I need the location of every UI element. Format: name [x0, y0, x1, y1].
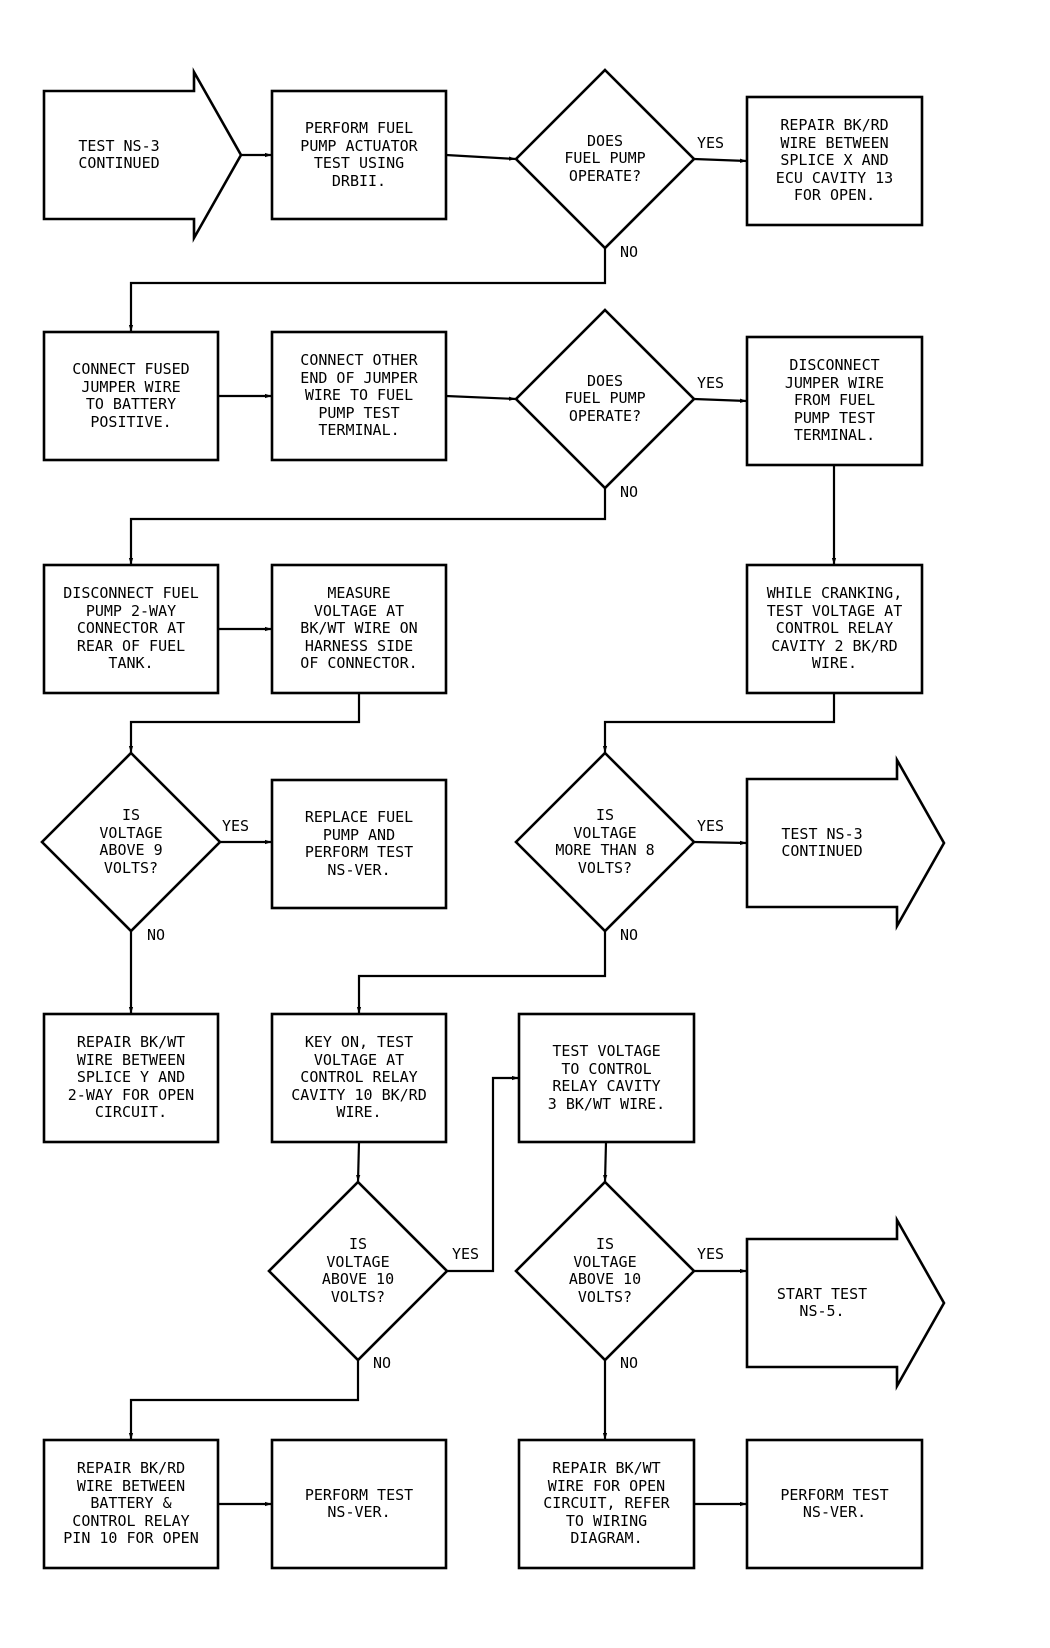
- start-arrow-shape: [42, 67, 243, 243]
- repair-bk-wt-splice-y-text: REPAIR BK/WT WIRE BETWEEN SPLICE Y AND 2…: [67, 1033, 195, 1122]
- yes-label: YES: [697, 1245, 725, 1263]
- connect-other-end-text: CONNECT OTHER END OF JUMPER WIRE TO FUEL…: [300, 351, 418, 440]
- repair-bk-rd-battery-text: REPAIR BK/RD WIRE BETWEEN BATTERY & CONT…: [63, 1459, 199, 1548]
- start-test-ns5-shape: [745, 1215, 946, 1391]
- end-arrow-ns3-shape: [745, 755, 946, 931]
- no-label: NO: [620, 926, 639, 944]
- yes-label: YES: [697, 817, 725, 835]
- while-cranking-box: [745, 563, 924, 695]
- test-voltage-control-relay-text: TEST VOLTAGE TO CONTROL RELAY CAVITY 3 B…: [547, 1042, 666, 1113]
- key-on-test-voltage-box: [270, 1012, 448, 1144]
- yes-label: YES: [697, 374, 725, 392]
- repair-bk-rd-battery-box: [42, 1438, 220, 1570]
- decision-fuel-pump-2-text: DOES FUEL PUMP OPERATE?: [564, 371, 646, 425]
- no-label: NO: [147, 926, 166, 944]
- disconnect-jumper-text: DISCONNECT JUMPER WIRE FROM FUEL PUMP TE…: [784, 356, 885, 445]
- no-label: NO: [620, 483, 639, 501]
- perform-test-nsver-2-text: PERFORM TEST NS-VER.: [780, 1485, 889, 1521]
- replace-fuel-pump-text: REPLACE FUEL PUMP AND PERFORM TEST NS-VE…: [304, 808, 414, 879]
- repair-bk-wt-splice-y-box: [42, 1012, 220, 1144]
- start-test-ns5-text: START TEST NS-5.: [776, 1284, 868, 1320]
- repair-bk-rd-splice-x-text: REPAIR BK/RD WIRE BETWEEN SPLICE X AND E…: [775, 116, 894, 205]
- perform-test-nsver-1-text: PERFORM TEST NS-VER.: [304, 1485, 414, 1521]
- no-label: NO: [620, 1354, 639, 1372]
- start-arrow-text: TEST NS-3 CONTINUED: [78, 136, 160, 172]
- no-label: NO: [373, 1354, 392, 1372]
- disconnect-jumper-box: [745, 335, 924, 467]
- test-voltage-control-relay-box: [517, 1012, 696, 1144]
- repair-bk-wt-open-box: [517, 1438, 696, 1570]
- connect-fused-jumper-text: CONNECT FUSED JUMPER WIRE TO BATTERY POS…: [72, 360, 190, 431]
- repair-bk-rd-splice-x-box: [745, 95, 924, 227]
- while-cranking-text: WHILE CRANKING, TEST VOLTAGE AT CONTROL …: [766, 584, 903, 673]
- decision-above-9-text: IS VOLTAGE ABOVE 9 VOLTS?: [99, 806, 163, 877]
- measure-voltage-bk-wt-box: [270, 563, 448, 695]
- perform-fuel-pump-test-text: PERFORM FUEL PUMP ACTUATOR TEST USING DR…: [300, 119, 418, 190]
- disconnect-fuel-pump-connector-text: DISCONNECT FUEL PUMP 2-WAY CONNECTOR AT …: [63, 584, 199, 673]
- perform-test-nsver-1-box: [270, 1438, 448, 1570]
- decision-above-10-b-text: IS VOLTAGE ABOVE 10 VOLTS?: [568, 1235, 642, 1306]
- no-label: NO: [620, 243, 639, 261]
- key-on-test-voltage-text: KEY ON, TEST VOLTAGE AT CONTROL RELAY CA…: [291, 1033, 427, 1122]
- end-arrow-ns3-text: TEST NS-3 CONTINUED: [781, 824, 863, 860]
- yes-label: YES: [697, 134, 725, 152]
- decision-fuel-pump-1-text: DOES FUEL PUMP OPERATE?: [564, 131, 646, 185]
- decision-more-than-8-text: IS VOLTAGE MORE THAN 8 VOLTS?: [555, 806, 655, 877]
- repair-bk-wt-open-text: REPAIR BK/WT WIRE FOR OPEN CIRCUIT, REFE…: [543, 1459, 670, 1548]
- decision-above-10-a-text: IS VOLTAGE ABOVE 10 VOLTS?: [321, 1235, 395, 1306]
- perform-test-nsver-2-box: [745, 1438, 924, 1570]
- replace-fuel-pump-box: [270, 778, 448, 910]
- yes-label: YES: [222, 817, 250, 835]
- measure-voltage-bk-wt-text: MEASURE VOLTAGE AT BK/WT WIRE ON HARNESS…: [300, 584, 418, 673]
- yes-label: YES: [452, 1245, 480, 1263]
